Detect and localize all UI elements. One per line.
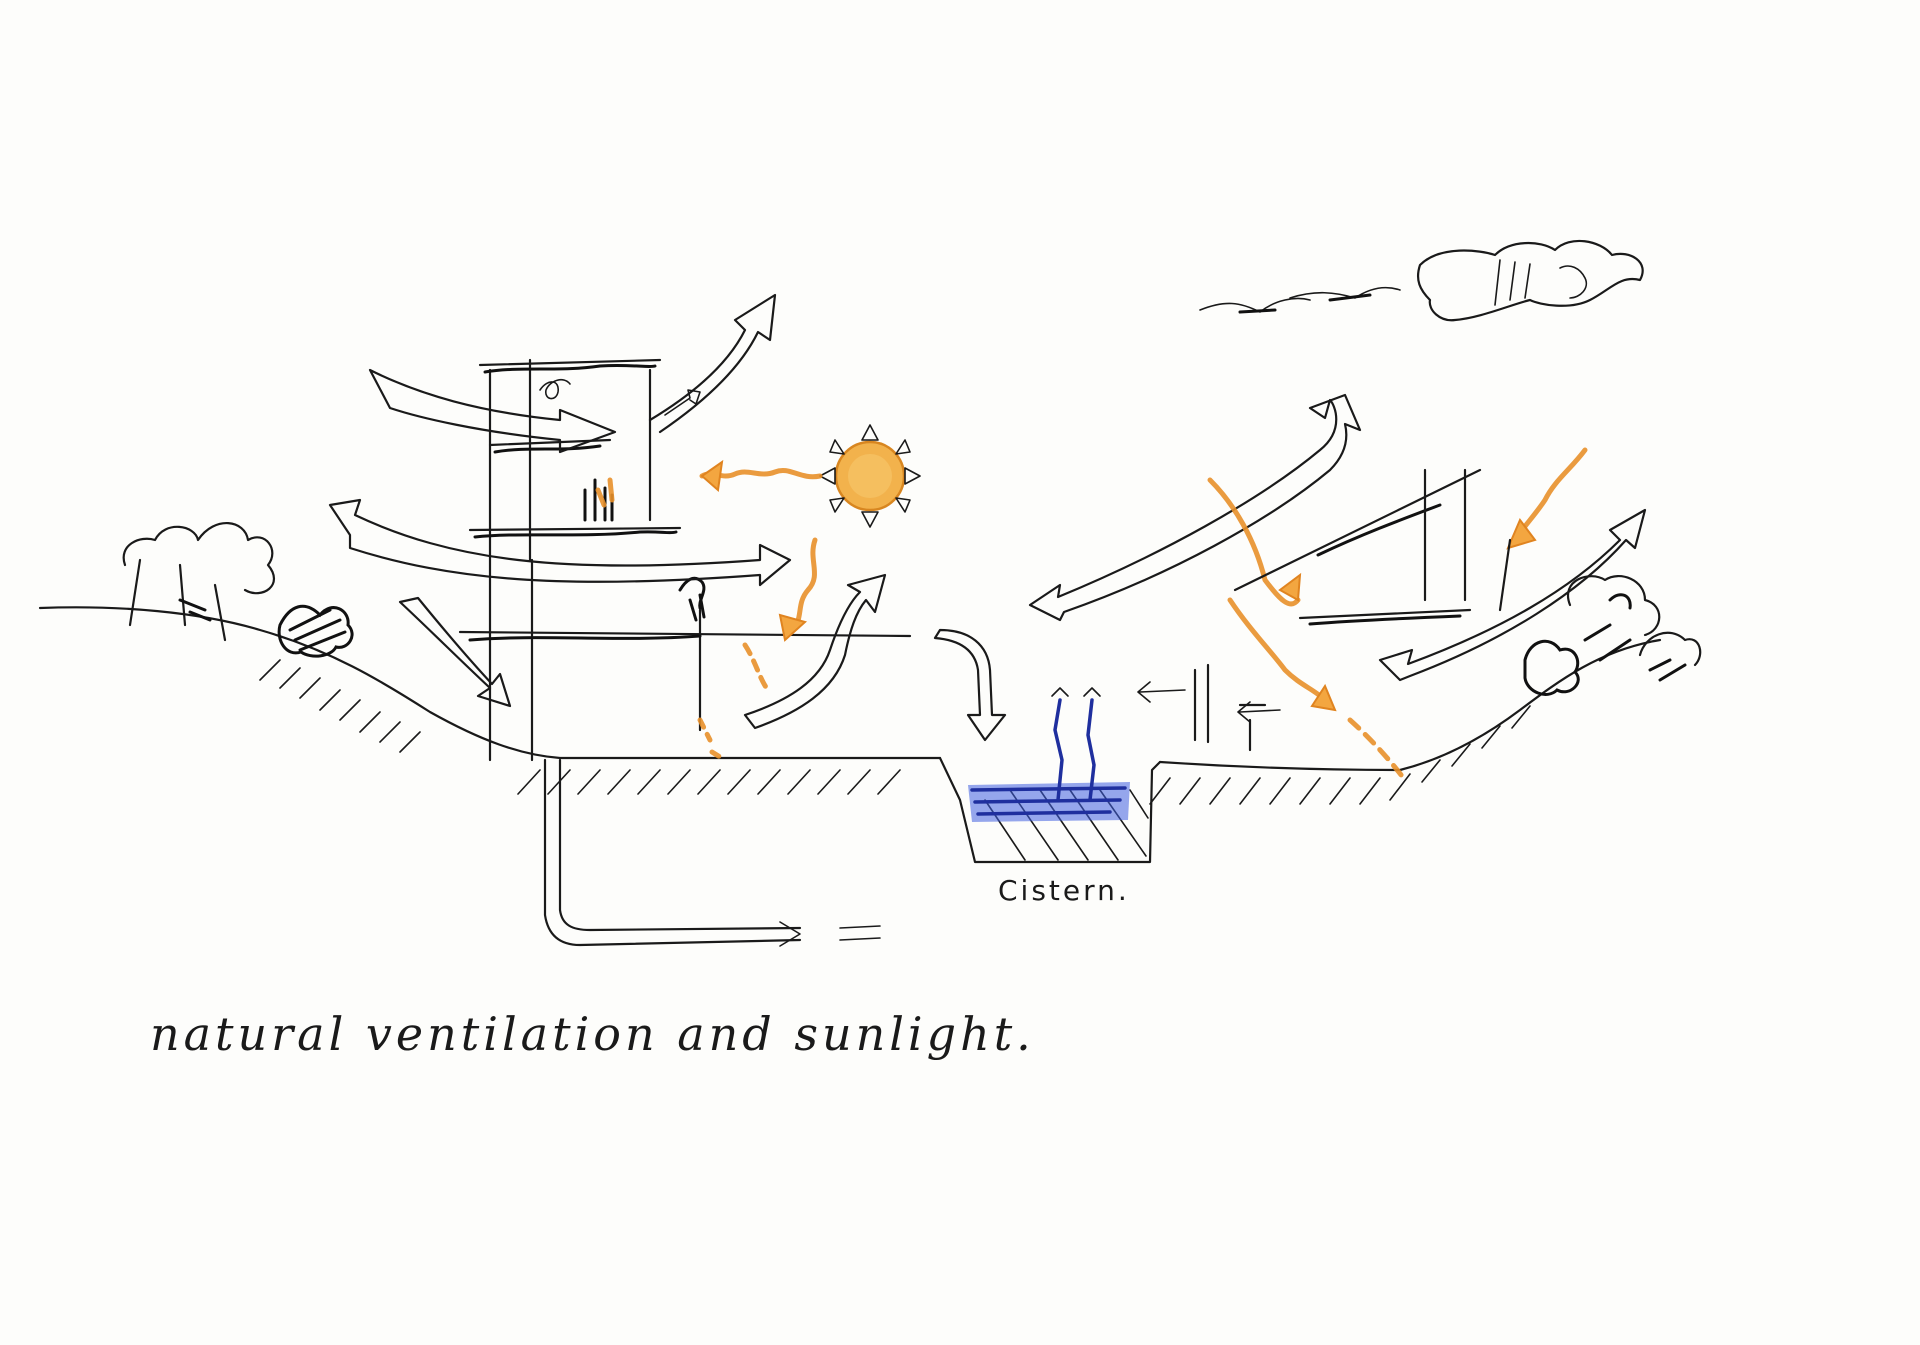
tree-icon xyxy=(1566,575,1661,662)
wind-arrow-icon xyxy=(398,596,512,708)
wind-arrow-icon xyxy=(328,498,792,587)
cloud-icon xyxy=(1416,239,1644,322)
tree-icon xyxy=(122,522,276,642)
bird-icon xyxy=(1199,297,1311,314)
sunlight-ray-icon xyxy=(699,459,823,492)
floor-slab xyxy=(478,358,662,374)
person-icon xyxy=(1083,687,1101,802)
caption: natural ventilation and sunlight. xyxy=(150,1007,1035,1061)
tree-icon xyxy=(1523,639,1580,696)
wind-arrow-icon xyxy=(648,293,777,434)
trees xyxy=(122,522,1702,696)
building xyxy=(458,358,912,762)
tree-icon xyxy=(1638,631,1702,682)
tree-icon xyxy=(277,604,354,658)
floor-slab xyxy=(488,438,612,454)
floor-slab xyxy=(468,526,682,539)
cistern-hatching xyxy=(984,789,1149,861)
cistern: Cistern. xyxy=(968,687,1149,907)
bird-icon xyxy=(1289,286,1401,302)
wind-arrows xyxy=(328,293,1647,947)
wind-arrow-icon xyxy=(664,389,701,416)
terrain xyxy=(38,606,1662,864)
sunlight-ray-icon xyxy=(778,537,818,642)
wind-arrow-icon xyxy=(743,573,887,730)
wind-arrow-icon xyxy=(1028,393,1362,622)
cistern-label: Cistern. xyxy=(998,874,1130,907)
wind-arrow-icon xyxy=(933,628,1007,742)
wind-arrow-icon xyxy=(1378,508,1647,682)
sunlight-ray-icon xyxy=(1207,477,1302,607)
sun-icon xyxy=(819,424,921,528)
person-icon xyxy=(1051,687,1069,802)
floor-slab xyxy=(458,630,912,642)
sunlight-ray-icon xyxy=(1506,447,1588,550)
wind-arrow-icon xyxy=(368,368,617,454)
sunlight-rays xyxy=(595,447,1588,783)
ground-hatching xyxy=(259,659,1531,805)
sunlight-ray-icon xyxy=(1227,597,1337,712)
right-structure xyxy=(1193,468,1512,752)
